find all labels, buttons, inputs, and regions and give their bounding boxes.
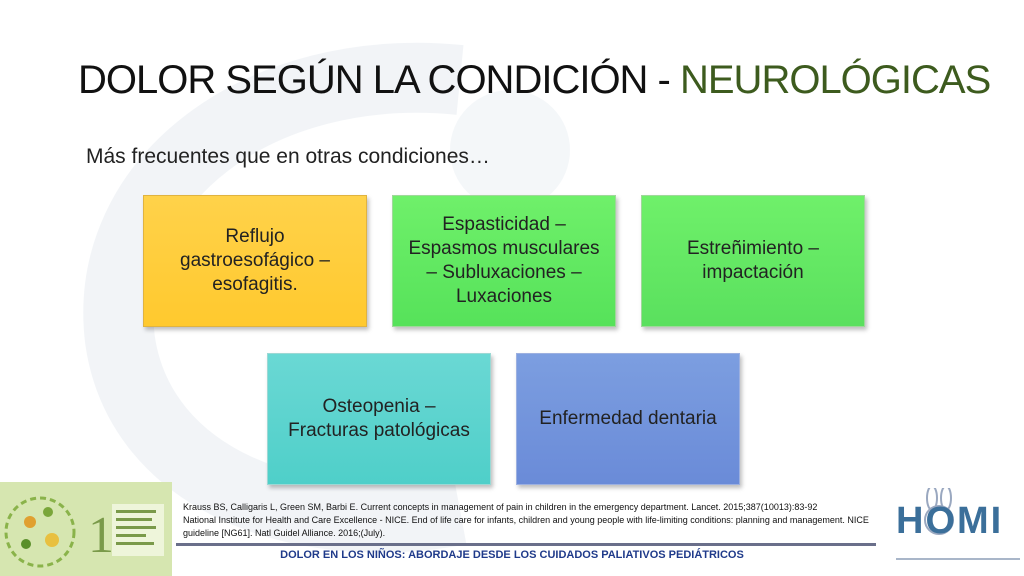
svg-text:1: 1 bbox=[88, 507, 114, 564]
box-line: Enfermedad dentaria bbox=[539, 408, 717, 429]
footer-divider bbox=[176, 543, 876, 546]
footer-text: DOLOR EN LOS NIÑOS: ABORDAJE DESDE LOS C… bbox=[0, 549, 1024, 561]
background-watermark bbox=[83, 42, 570, 553]
footer-label: DOLOR EN LOS NIÑOS: ABORDAJE DESDE LOS C… bbox=[280, 549, 744, 561]
slide-title: DOLOR SEGÚN LA CONDICIÓN - NEUROLÓGICAS bbox=[78, 58, 991, 103]
box-line: impactación bbox=[702, 262, 804, 283]
box-line: Espasticidad – bbox=[442, 214, 566, 235]
condition-box-osteopenia: Osteopenia – Fracturas patológicas bbox=[267, 353, 491, 485]
box-line: Luxaciones bbox=[455, 286, 553, 307]
condition-box-spasticity: Espasticidad – Espasmos musculares – Sub… bbox=[392, 195, 616, 327]
box-line: Estreñimiento – bbox=[686, 238, 819, 259]
references: Krauss BS, Calligaris L, Green SM, Barbi… bbox=[183, 501, 873, 540]
box-line: Fracturas patológicas bbox=[288, 420, 470, 441]
congress-logo: 1 bbox=[0, 482, 172, 576]
slide-subtitle: Más frecuentes que en otras condiciones… bbox=[86, 145, 490, 168]
box-line: – Subluxaciones – bbox=[426, 262, 582, 283]
title-accent: NEUROLÓGICAS bbox=[679, 58, 991, 102]
box-line: esofagitis. bbox=[212, 274, 298, 295]
title-main: DOLOR SEGÚN LA CONDICIÓN - bbox=[78, 58, 680, 102]
box-line: gastroesofágico – bbox=[180, 250, 330, 271]
homi-logo bbox=[896, 488, 1020, 560]
homi-logo-text: HOMI bbox=[896, 500, 1004, 542]
box-line: Reflujo bbox=[225, 226, 285, 247]
reference-item: Krauss BS, Calligaris L, Green SM, Barbi… bbox=[183, 502, 818, 512]
box-line: Espasmos musculares bbox=[408, 238, 600, 259]
condition-box-constipation: Estreñimiento – impactación bbox=[641, 195, 865, 327]
condition-box-dental: Enfermedad dentaria bbox=[516, 353, 740, 485]
box-line: Osteopenia – bbox=[322, 396, 436, 417]
condition-box-reflux: Reflujo gastroesofágico – esofagitis. bbox=[143, 195, 367, 327]
reference-item: National Institute for Health and Care E… bbox=[183, 515, 869, 538]
